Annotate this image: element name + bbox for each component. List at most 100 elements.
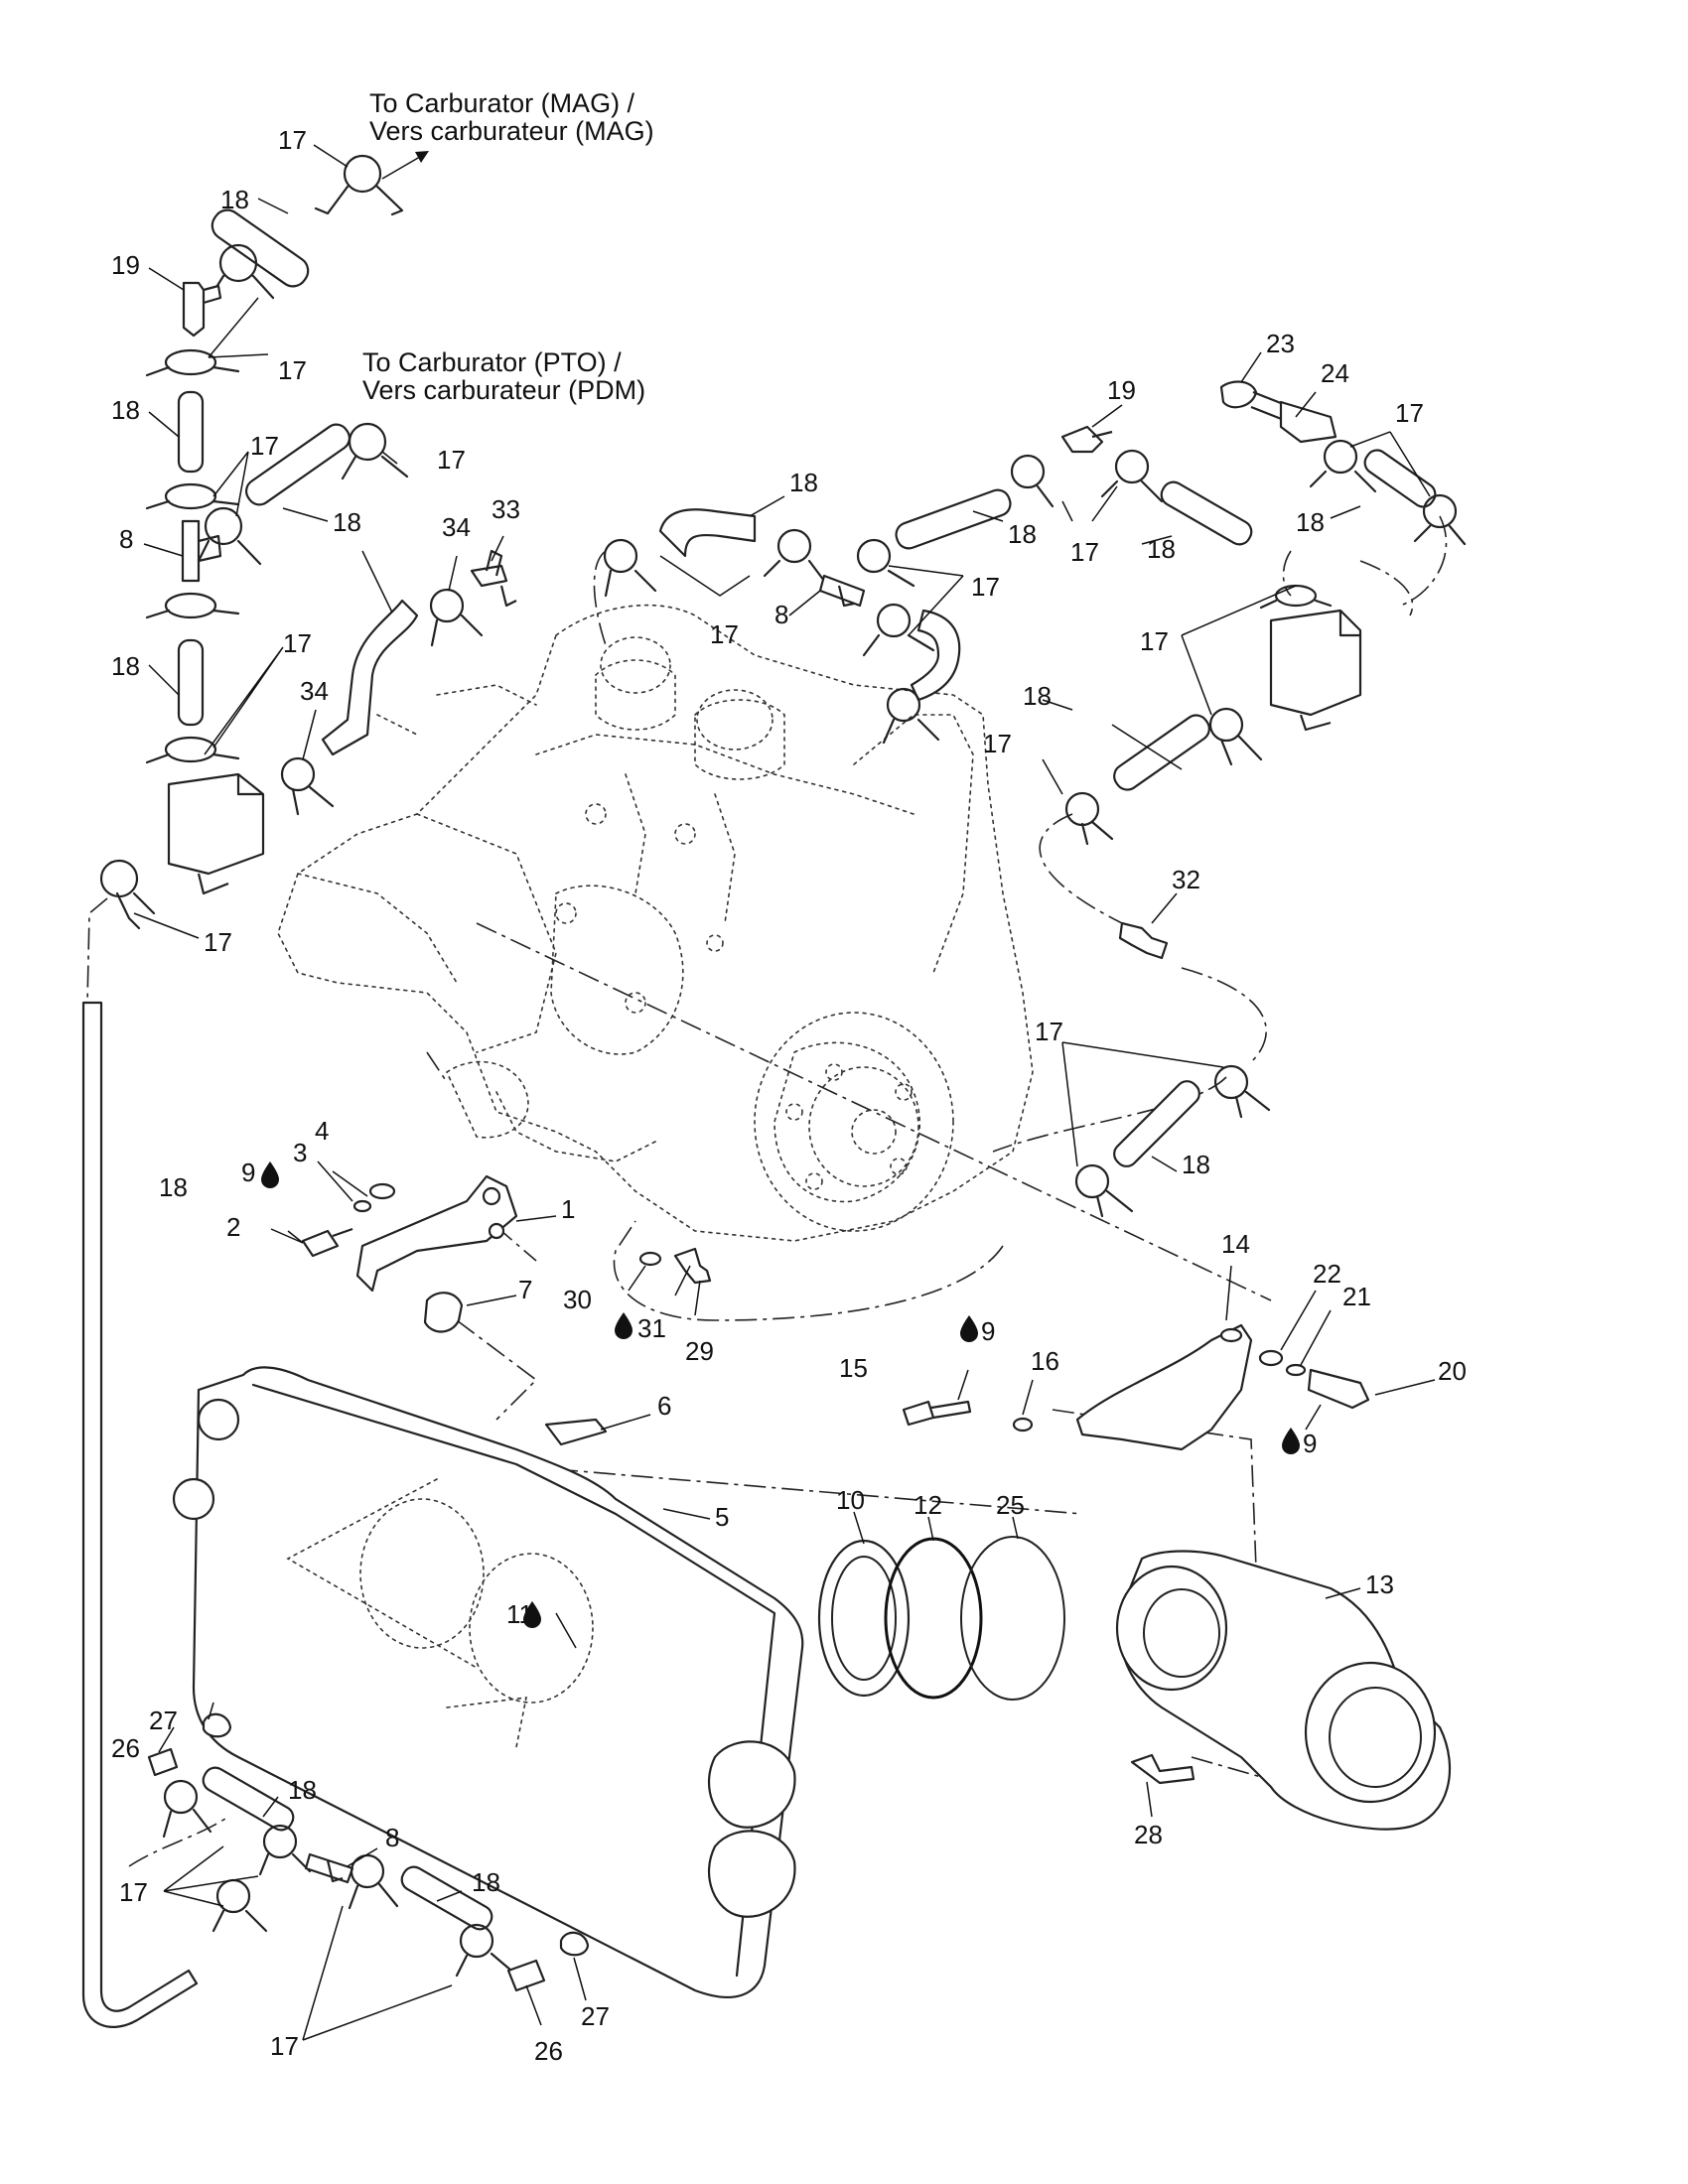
tee-fitting-8 xyxy=(181,519,222,583)
clamp-34-a xyxy=(429,588,484,647)
callout-17: 17 xyxy=(270,2031,299,2061)
valve-24 xyxy=(1279,400,1337,444)
pto-hose xyxy=(245,422,517,816)
clamp-17-t xyxy=(1213,1064,1271,1119)
dest-pto-fr: Vers carburateur (PDM) xyxy=(362,375,645,405)
clamp-17-top xyxy=(314,154,404,216)
callout-2: 2 xyxy=(226,1212,240,1242)
clamp-17-d xyxy=(197,506,262,566)
callout-33: 33 xyxy=(492,494,520,524)
leader-lines xyxy=(133,144,1436,2041)
callout-26: 26 xyxy=(111,1733,140,1763)
solenoid-left xyxy=(167,772,265,895)
callout-17: 17 xyxy=(437,445,466,475)
callout-22: 22 xyxy=(1313,1259,1341,1289)
sealant-callout-9b: 9 xyxy=(960,1315,995,1346)
hose-18-bot-b xyxy=(400,1865,493,1931)
clamp-17-n xyxy=(1100,449,1164,503)
callout-18: 18 xyxy=(472,1867,500,1897)
callout-32: 32 xyxy=(1172,865,1200,894)
callout-31: 31 xyxy=(637,1313,666,1343)
solenoid-right xyxy=(1269,609,1362,732)
bottom-hoses xyxy=(147,1712,590,1992)
clamp-17-u xyxy=(1074,1163,1134,1218)
callout-18: 18 xyxy=(220,185,249,214)
callout-18: 18 xyxy=(333,507,361,537)
dest-mag-en: To Carburator (MAG) / xyxy=(369,88,635,118)
left-hose-stack xyxy=(81,154,404,2028)
nut-4 xyxy=(368,1182,396,1200)
callouts: 17 18 19 17 18 17 17 8 18 17 18 34 33 34… xyxy=(111,125,1467,2066)
clamp-17-c xyxy=(145,482,240,510)
hose-18-far xyxy=(1363,449,1437,508)
clamp-17-l xyxy=(882,687,940,745)
callout-17: 17 xyxy=(283,628,312,658)
fitting-26b xyxy=(506,1959,546,1992)
callout-17: 17 xyxy=(1070,537,1099,567)
clamp-17-r xyxy=(1208,707,1263,766)
callout-18: 18 xyxy=(1008,519,1037,549)
hose-18-mid xyxy=(177,390,205,474)
sealant-callout-31: 31 xyxy=(615,1312,666,1343)
callout-4: 4 xyxy=(315,1116,329,1146)
callout-7: 7 xyxy=(518,1275,532,1304)
clamp-17-g xyxy=(99,859,156,930)
callout-17: 17 xyxy=(1035,1017,1063,1046)
callout-21: 21 xyxy=(1342,1282,1371,1311)
fitting-26a xyxy=(147,1747,179,1777)
callout-18: 18 xyxy=(111,651,140,681)
callout-17: 17 xyxy=(971,572,1000,602)
lockwasher-21 xyxy=(1285,1363,1307,1377)
destination-labels: To Carburator (MAG) / Vers carburateur (… xyxy=(362,88,654,405)
callout-17: 17 xyxy=(983,729,1012,758)
callout-18: 18 xyxy=(1023,681,1052,711)
clamp-34-b xyxy=(280,756,335,816)
tee-33 xyxy=(470,549,517,608)
callout-34: 34 xyxy=(442,512,471,542)
hose-18-pto xyxy=(245,423,351,506)
callout-8: 8 xyxy=(774,600,788,629)
callout-27: 27 xyxy=(581,2001,610,2031)
drop-icon xyxy=(615,1312,633,1339)
washer-22 xyxy=(1258,1349,1284,1367)
elbow-hose-18 xyxy=(321,599,419,756)
callout-17: 17 xyxy=(204,927,232,957)
arrow-icon-head xyxy=(415,151,429,163)
callout-27: 27 xyxy=(149,1706,178,1735)
grommet-7 xyxy=(423,1292,464,1333)
callout-34: 34 xyxy=(300,676,329,706)
callout-18: 18 xyxy=(1182,1150,1210,1179)
grommet-27a xyxy=(202,1712,232,1738)
callout-17: 17 xyxy=(278,125,307,155)
clamp-17-p xyxy=(1413,493,1467,546)
callout-26: 26 xyxy=(534,2036,563,2066)
callout-23: 23 xyxy=(1266,329,1295,358)
sealant-callout-9c: 9 xyxy=(1282,1428,1317,1458)
tee-fitting-8b xyxy=(818,574,866,608)
callout-17: 17 xyxy=(119,1877,148,1907)
clamp-17-m xyxy=(1010,454,1055,508)
drop-icon xyxy=(1282,1428,1300,1454)
clamp-17-y xyxy=(348,1853,399,1910)
tee-fitting-8c xyxy=(304,1852,354,1884)
arrow-icon xyxy=(381,153,426,180)
clip-6 xyxy=(544,1418,608,1446)
callout-20: 20 xyxy=(1438,1356,1467,1386)
callout-28: 28 xyxy=(1134,1820,1163,1849)
washer-16 xyxy=(1012,1417,1034,1433)
callout-6: 6 xyxy=(657,1391,671,1421)
clamp-17-v xyxy=(162,1779,212,1839)
clamp-17-h xyxy=(603,538,657,598)
sealant-callout-11: 11 xyxy=(506,1599,541,1629)
clamp-17-q xyxy=(1259,584,1333,610)
callout-17: 17 xyxy=(1140,626,1169,656)
callout-29: 29 xyxy=(685,1336,714,1366)
fitting-19 xyxy=(182,281,222,338)
clamp-17-f xyxy=(145,736,240,764)
callout-24: 24 xyxy=(1321,358,1349,388)
clamp-17-i xyxy=(763,528,826,583)
callout-19: 19 xyxy=(111,250,140,280)
clamp-17-x xyxy=(211,1878,268,1933)
hose-18-upper xyxy=(211,208,310,288)
clamp-17-j xyxy=(856,538,915,588)
